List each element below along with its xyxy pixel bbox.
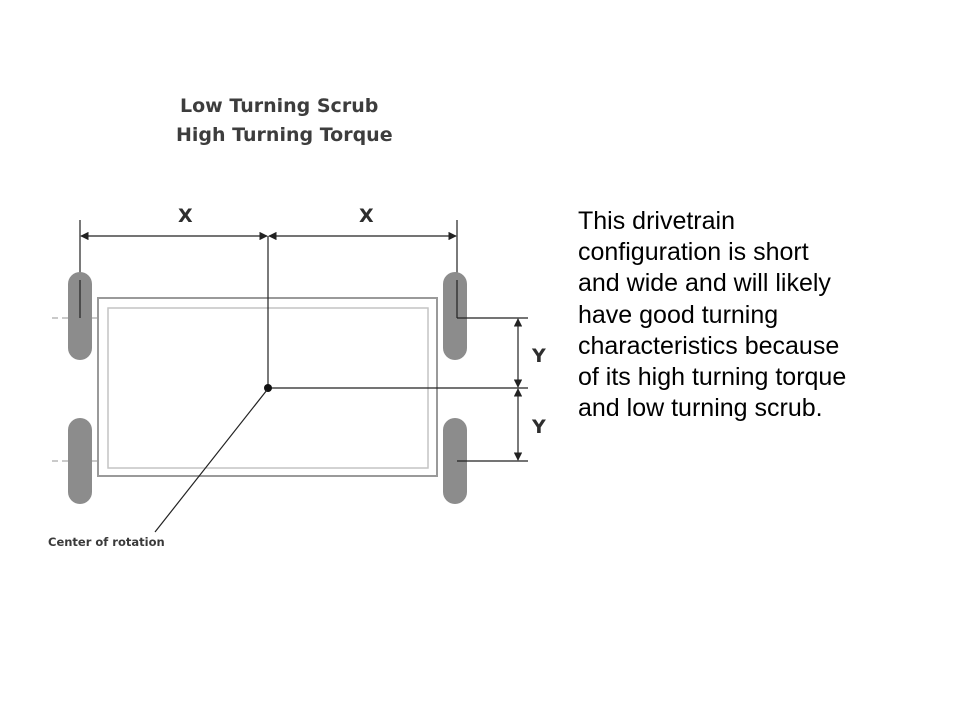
description-text: This drivetrain configuration is short a… [578, 207, 847, 423]
center-of-rotation-leader [154, 389, 268, 533]
wheel-rear-left [68, 418, 92, 504]
dim-y-bottom-label: Y [531, 416, 546, 438]
dim-x-right-label: X [359, 205, 374, 227]
wheel-rear-right [443, 418, 467, 504]
center-of-rotation-label: Center of rotation [48, 535, 165, 549]
wheel-front-right [443, 272, 467, 360]
center-of-rotation-point [264, 384, 272, 392]
dim-y-top-label: Y [531, 345, 546, 367]
diagram-title-line2: High Turning Torque [176, 124, 393, 146]
diagram-title-line1: Low Turning Scrub [180, 95, 378, 117]
dim-x-left-label: X [178, 205, 193, 227]
